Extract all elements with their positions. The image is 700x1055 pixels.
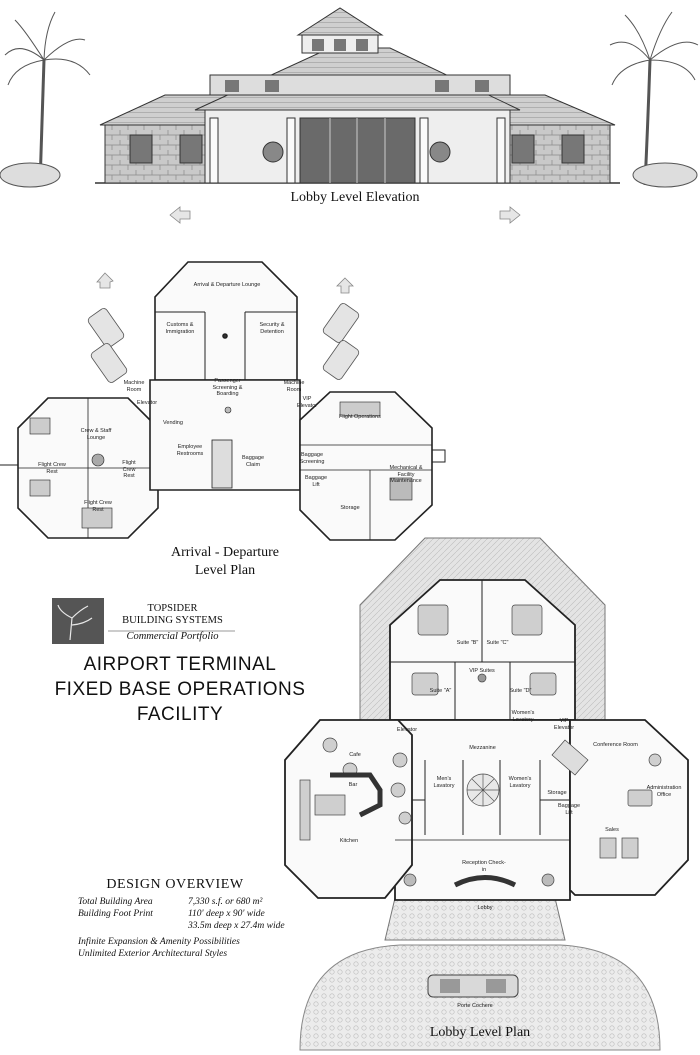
footprint-imperial: 110' deep x 90' wide bbox=[188, 909, 265, 919]
title-line1: AIRPORT TERMINAL bbox=[83, 654, 277, 675]
room-suite-c: Suite "C" bbox=[486, 640, 509, 646]
room-lobby: Lobby bbox=[477, 905, 493, 911]
room-womens-lav-upper: Women's Lavatory bbox=[511, 710, 535, 723]
room-suite-b: Suite "B" bbox=[456, 640, 479, 646]
room-conference: Conference Room bbox=[593, 742, 638, 748]
overview-note1: Infinite Expansion & Amenity Possibiliti… bbox=[78, 937, 240, 947]
logo-image bbox=[52, 598, 104, 644]
total-area-label: Total Building Area bbox=[78, 897, 153, 907]
room-elevator-lobby: Elevator bbox=[396, 727, 418, 733]
title-line3: FACILITY bbox=[136, 704, 224, 725]
room-mezzanine: Mezzanine bbox=[469, 745, 496, 751]
arrival-departure-plan-drawing bbox=[0, 261, 446, 541]
elevation-label: Lobby Level Elevation bbox=[290, 190, 420, 205]
brand-line1: TOPSIDER bbox=[147, 603, 198, 614]
room-screening: Passenger Screening & Boarding bbox=[212, 378, 243, 397]
room-kitchen: Kitchen bbox=[339, 838, 359, 844]
room-vip-elevator-lobby: VIP Elevator bbox=[553, 718, 575, 731]
palm-tree-right bbox=[609, 11, 699, 188]
direction-arrows bbox=[96, 206, 521, 294]
room-vip-suites: VIP Suites bbox=[469, 668, 495, 674]
room-crew-rest-center: Flight Crew Rest bbox=[122, 460, 136, 479]
room-restrooms: Employee Restrooms bbox=[176, 444, 204, 457]
room-baggage-lift-lobby: Baggage Lift bbox=[557, 803, 581, 816]
brand-line2: BUILDING SYSTEMS bbox=[122, 615, 223, 626]
room-vip-elevator-arrival: VIP Elevator bbox=[296, 396, 318, 409]
room-customs: Customs & Immigration bbox=[165, 322, 195, 335]
total-area-value: 7,330 s.f. or 680 m² bbox=[188, 897, 263, 907]
room-baggage-screening: Baggage Screening bbox=[299, 452, 325, 465]
room-vending: Vending bbox=[163, 420, 183, 426]
room-elevator-arrival: Elevator bbox=[136, 400, 158, 406]
palm-tree-left bbox=[0, 11, 91, 188]
arrival-plan-label-line1: Arrival - Departure bbox=[170, 545, 280, 560]
room-crew-rest-left: Flight Crew Rest bbox=[38, 462, 66, 475]
overview-heading: DESIGN OVERVIEW bbox=[106, 877, 244, 892]
room-sales: Sales bbox=[605, 827, 619, 833]
room-suite-a: Suite "A" bbox=[429, 688, 452, 694]
room-machine-left: Machine Room bbox=[123, 380, 145, 393]
arrival-plan-label-line2: Level Plan bbox=[194, 563, 256, 578]
lobby-furniture bbox=[299, 604, 662, 888]
overview-note2: Unlimited Exterior Architectural Styles bbox=[78, 949, 228, 959]
room-storage-lobby: Storage bbox=[547, 790, 567, 796]
room-mechanical: Mechanical & Facility Maintenance bbox=[389, 465, 423, 484]
room-security: Security & Detention bbox=[259, 322, 285, 335]
room-baggage-lift: Baggage Lift bbox=[304, 475, 328, 488]
room-bar: Bar bbox=[348, 782, 358, 788]
room-mens-lav: Men's Lavatory bbox=[433, 776, 455, 789]
room-cafe: Cafe bbox=[349, 752, 361, 758]
title-line2: FIXED BASE OPERATIONS bbox=[54, 679, 306, 700]
room-baggage-claim: Baggage Claim bbox=[241, 455, 265, 468]
room-porte-cochere: Porte Cochere bbox=[457, 1003, 493, 1009]
room-machine-right: Machine Room bbox=[283, 380, 305, 393]
room-flight-ops: Flight Operations bbox=[339, 414, 381, 420]
room-crew-lounge: Crew & Staff Lounge bbox=[80, 428, 112, 441]
lobby-elevation-drawing bbox=[0, 7, 699, 188]
brand-line3: Commercial Portfolio bbox=[126, 631, 219, 642]
footprint-label: Building Foot Print bbox=[78, 909, 153, 919]
room-suite-d: Suite "D" bbox=[509, 688, 532, 694]
room-arrival-lounge: Arrival & Departure Lounge bbox=[193, 282, 261, 288]
room-storage-arrival: Storage bbox=[340, 505, 360, 511]
lobby-plan-label: Lobby Level Plan bbox=[429, 1025, 531, 1040]
room-womens-lav: Women's Lavatory bbox=[508, 776, 532, 789]
vehicles-arrival bbox=[87, 303, 360, 383]
footprint-metric: 33.5m deep x 27.4m wide bbox=[188, 921, 285, 931]
room-reception: Reception Check-in bbox=[462, 860, 506, 873]
room-crew-rest-bottom: Flight Crew Rest bbox=[84, 500, 112, 513]
room-admin: Administration Office bbox=[646, 785, 682, 798]
